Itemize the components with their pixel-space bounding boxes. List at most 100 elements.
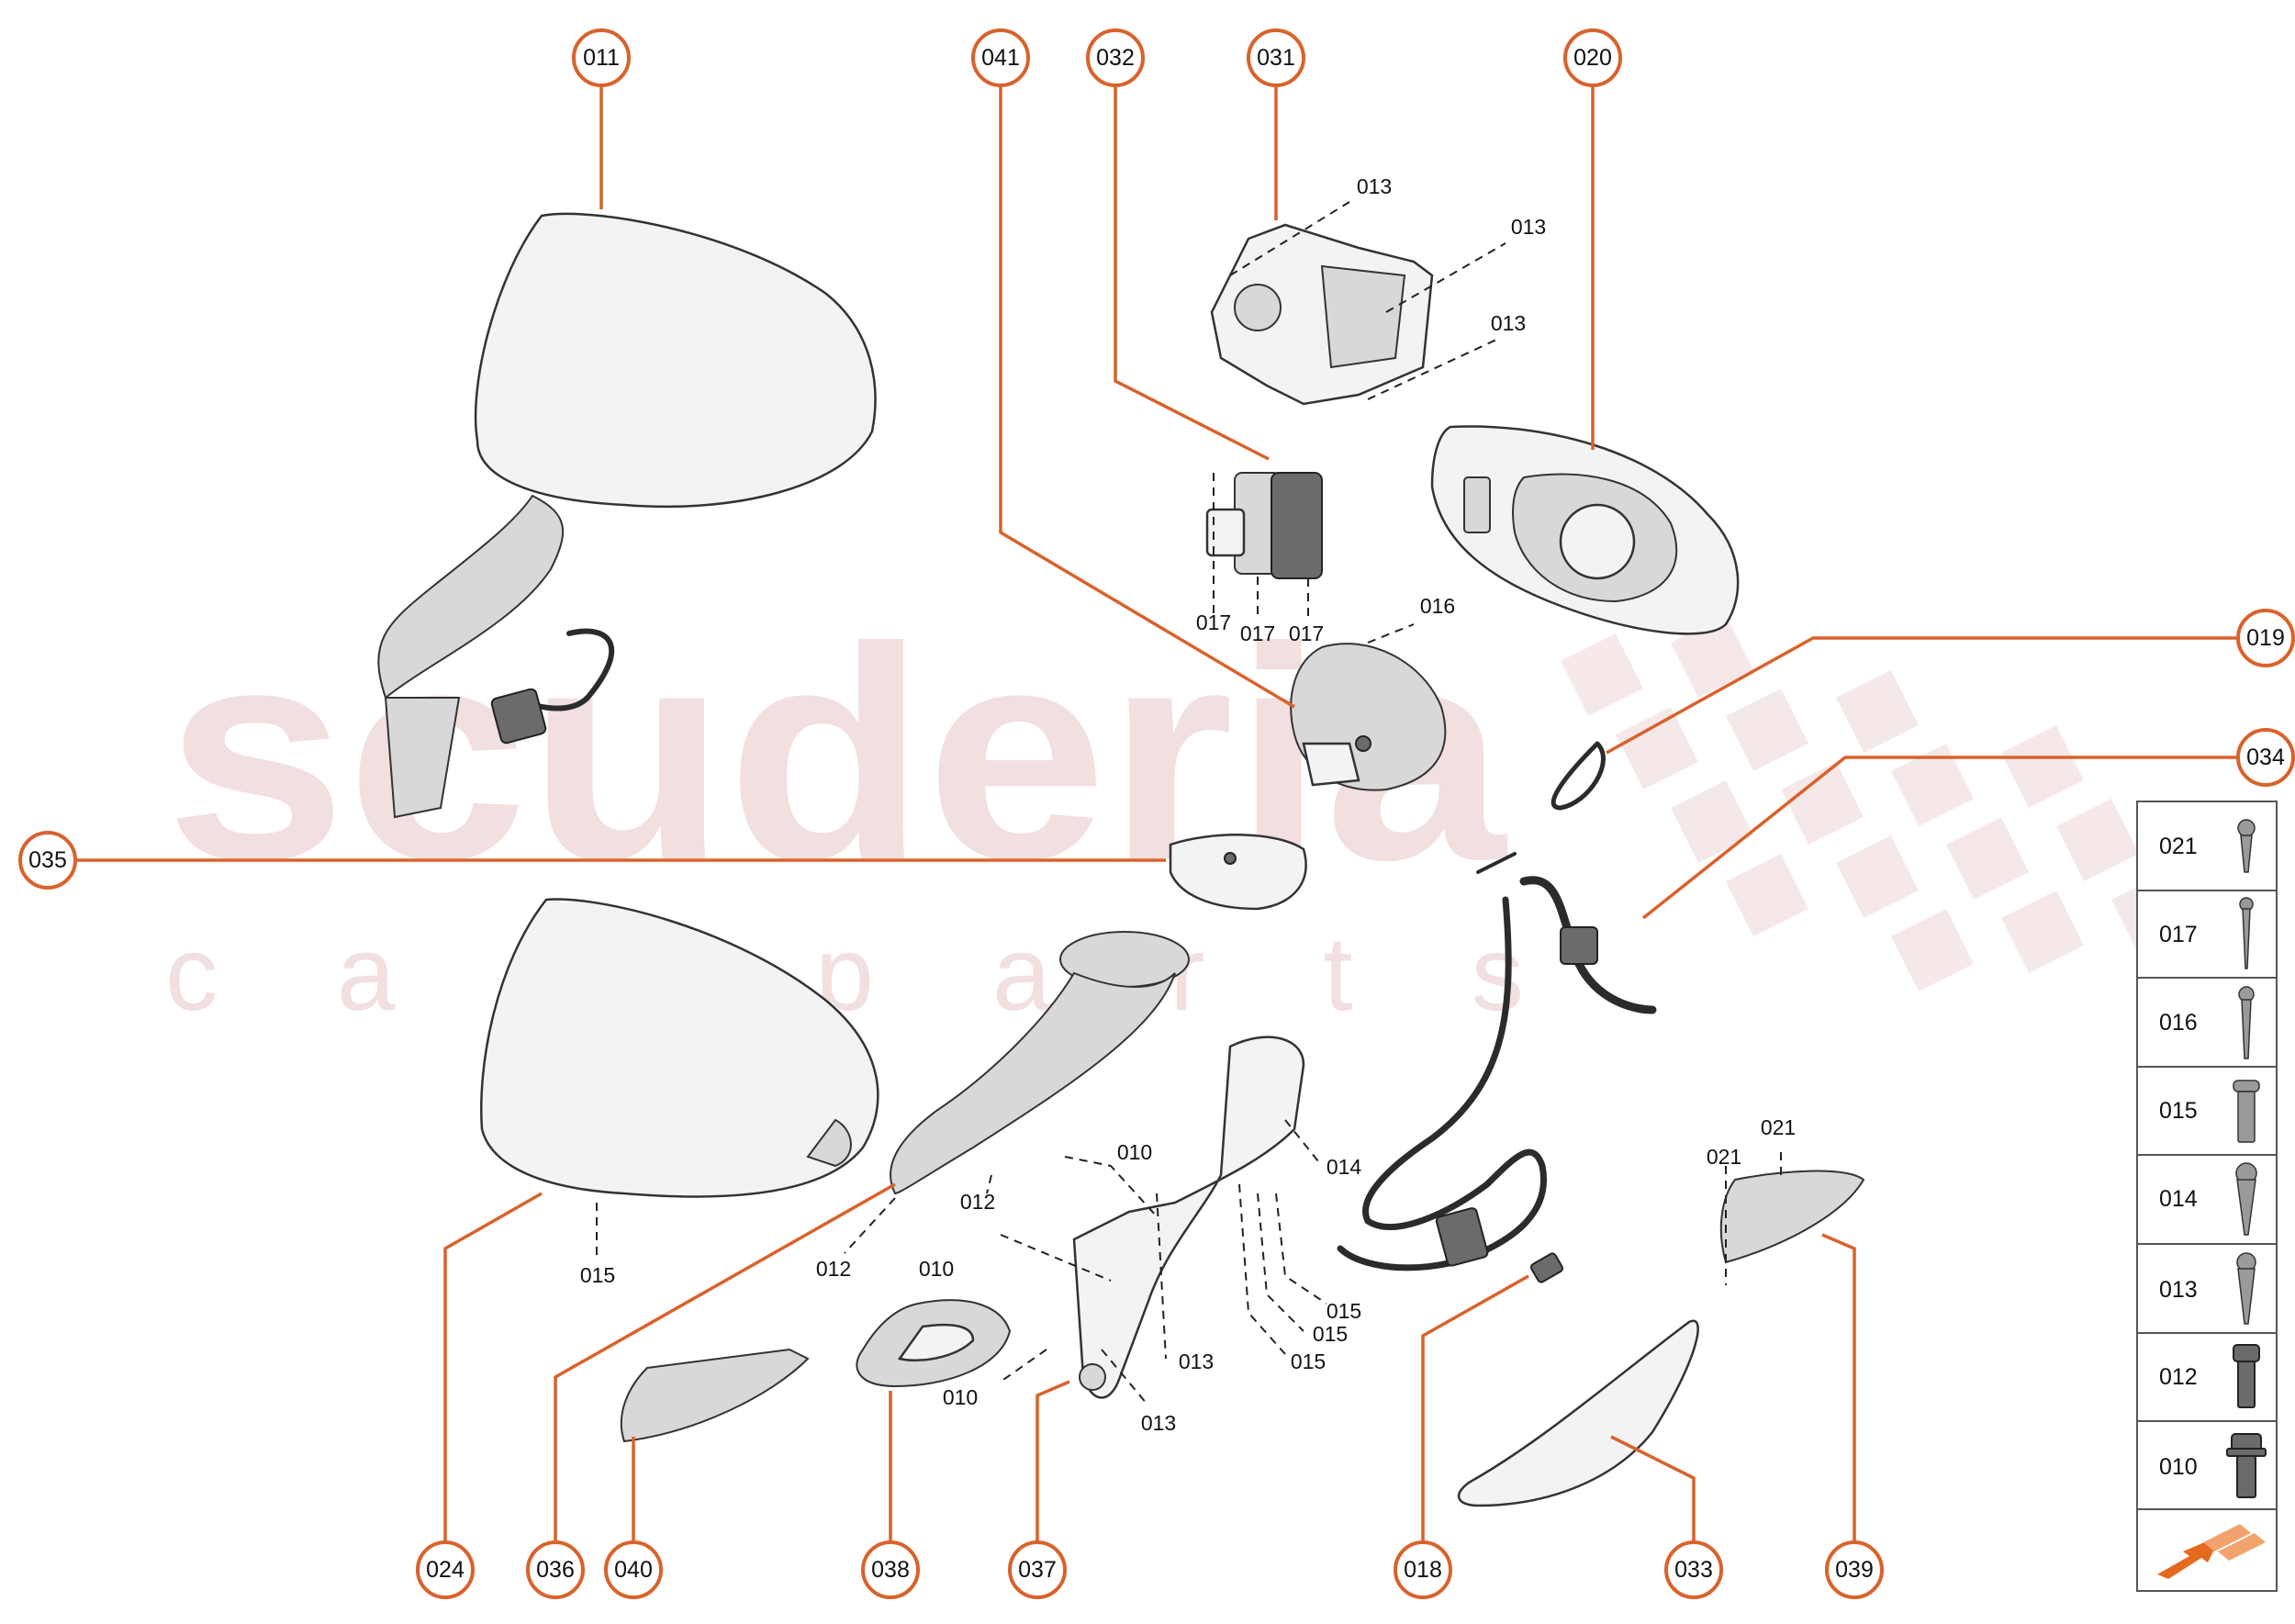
legend-label: 015 bbox=[2159, 1098, 2198, 1124]
sub-label-010: 010 bbox=[1117, 1140, 1152, 1164]
dashed-sub-leaders bbox=[596, 201, 1782, 1406]
callout-label: 038 bbox=[871, 1557, 910, 1583]
callout-label: 019 bbox=[2246, 625, 2285, 651]
callout-032[interactable]: 032 bbox=[1086, 28, 1145, 87]
part-lower-trim-right bbox=[1719, 1170, 1865, 1264]
part-mirror-glass bbox=[1430, 425, 1740, 635]
callout-039[interactable]: 039 bbox=[1825, 1540, 1884, 1599]
callout-020[interactable]: 020 bbox=[1563, 28, 1622, 87]
part-lower-cover bbox=[1457, 1319, 1699, 1507]
legend-label: 014 bbox=[2159, 1186, 2198, 1212]
legend-label: 013 bbox=[2159, 1277, 2198, 1303]
callout-label: 032 bbox=[1096, 45, 1135, 71]
legend-row-015[interactable]: 015 bbox=[2136, 1066, 2278, 1156]
callout-034[interactable]: 034 bbox=[2236, 728, 2295, 787]
checkered-flag-watermark bbox=[1561, 615, 2194, 991]
callout-033[interactable]: 033 bbox=[1664, 1540, 1723, 1599]
sub-label-015: 015 bbox=[1291, 1350, 1326, 1373]
callout-036[interactable]: 036 bbox=[526, 1540, 585, 1599]
sub-label-015: 015 bbox=[580, 1263, 615, 1287]
sub-label-015: 015 bbox=[1327, 1299, 1361, 1323]
legend-row-010[interactable]: 010 bbox=[2136, 1420, 2278, 1510]
callout-label: 040 bbox=[614, 1557, 653, 1583]
legend-label: 021 bbox=[2159, 834, 2198, 859]
part-mirror-cap bbox=[480, 898, 879, 1198]
callout-label: 039 bbox=[1835, 1557, 1874, 1583]
fastener-legend: 021 017 016 015 014 013 bbox=[2136, 801, 2278, 1592]
sub-label-013: 013 bbox=[1179, 1350, 1214, 1373]
part-wiring-harness bbox=[1337, 852, 1657, 1271]
part-mirror-carrier bbox=[1210, 223, 1434, 406]
sub-part-labels: 013 013 013 017 017 017 016 015 012 012 … bbox=[580, 174, 1796, 1435]
part-cable-tie bbox=[1551, 741, 1606, 811]
sub-label-021: 021 bbox=[1707, 1145, 1741, 1169]
sub-label-017: 017 bbox=[1289, 622, 1324, 645]
callout-018[interactable]: 018 bbox=[1394, 1540, 1452, 1599]
part-mirror-arm bbox=[1072, 1036, 1305, 1399]
legend-row-017[interactable]: 017 bbox=[2136, 890, 2278, 979]
part-gasket-frame bbox=[856, 1299, 1012, 1388]
legend-label: 010 bbox=[2159, 1454, 2198, 1480]
sub-label-014: 014 bbox=[1327, 1155, 1362, 1179]
callout-031[interactable]: 031 bbox=[1247, 28, 1305, 87]
screw-012-icon bbox=[2233, 1344, 2260, 1408]
legend-row-021[interactable]: 021 bbox=[2136, 801, 2278, 891]
legend-row-012[interactable]: 012 bbox=[2136, 1332, 2278, 1422]
screw-021-icon bbox=[2237, 819, 2256, 873]
sub-label-013: 013 bbox=[1141, 1411, 1176, 1435]
legend-label: 016 bbox=[2159, 1010, 2198, 1036]
part-mirror-base-cover bbox=[890, 931, 1190, 1195]
sub-label-012: 012 bbox=[816, 1257, 851, 1281]
callout-040[interactable]: 040 bbox=[604, 1540, 663, 1599]
legend-row-016[interactable]: 016 bbox=[2136, 977, 2278, 1068]
callout-label: 035 bbox=[28, 847, 67, 873]
callout-label: 011 bbox=[583, 45, 620, 71]
legend-row-014[interactable]: 014 bbox=[2136, 1154, 2278, 1245]
callout-041[interactable]: 041 bbox=[971, 28, 1030, 87]
callout-leaders bbox=[67, 79, 2245, 1547]
sub-label-013: 013 bbox=[1357, 174, 1392, 198]
part-complete-mirror bbox=[377, 212, 877, 819]
callout-011[interactable]: 011 bbox=[572, 28, 631, 87]
watermark-tagline: c a r p a r t s bbox=[165, 915, 1524, 1033]
callout-label: 037 bbox=[1018, 1557, 1057, 1583]
callout-label: 034 bbox=[2246, 745, 2285, 770]
double-arrow-icon[interactable] bbox=[2136, 1508, 2278, 1592]
sub-label-016: 016 bbox=[1420, 594, 1455, 618]
sub-label-010: 010 bbox=[919, 1257, 954, 1281]
screw-014-icon bbox=[2235, 1162, 2257, 1236]
callout-label: 031 bbox=[1257, 45, 1295, 71]
legend-label: 012 bbox=[2159, 1364, 2198, 1390]
legend-label: 017 bbox=[2159, 922, 2198, 947]
sub-label-012: 012 bbox=[960, 1190, 995, 1214]
screw-017-icon bbox=[2239, 897, 2254, 969]
part-adjustment-motor bbox=[1205, 472, 1323, 579]
callout-label: 020 bbox=[1573, 45, 1612, 71]
callout-label: 033 bbox=[1674, 1557, 1713, 1583]
sub-label-013: 013 bbox=[1491, 311, 1526, 335]
callout-label: 036 bbox=[536, 1557, 575, 1583]
part-folding-actuator bbox=[1290, 643, 1447, 791]
callout-024[interactable]: 024 bbox=[416, 1540, 475, 1599]
legend-row-013[interactable]: 013 bbox=[2136, 1243, 2278, 1334]
callout-037[interactable]: 037 bbox=[1008, 1540, 1067, 1599]
sub-label-021: 021 bbox=[1761, 1115, 1796, 1139]
sub-label-017: 017 bbox=[1240, 622, 1275, 645]
callout-035[interactable]: 035 bbox=[18, 831, 77, 890]
screw-010-icon bbox=[2226, 1433, 2267, 1498]
callout-019[interactable]: 019 bbox=[2236, 609, 2295, 667]
part-sensor bbox=[1529, 1252, 1564, 1283]
sub-label-010: 010 bbox=[943, 1385, 978, 1409]
callout-label: 018 bbox=[1404, 1557, 1442, 1583]
sub-label-013: 013 bbox=[1511, 215, 1546, 239]
callout-label: 041 bbox=[981, 45, 1020, 71]
screw-016-icon bbox=[2238, 986, 2255, 1059]
callout-label: 024 bbox=[426, 1557, 465, 1583]
sub-label-017: 017 bbox=[1196, 610, 1231, 634]
screw-013-icon bbox=[2236, 1252, 2256, 1325]
part-base-gasket bbox=[1169, 834, 1307, 911]
callout-038[interactable]: 038 bbox=[861, 1540, 920, 1599]
sub-label-015: 015 bbox=[1313, 1322, 1348, 1346]
screw-015-icon bbox=[2233, 1080, 2260, 1143]
